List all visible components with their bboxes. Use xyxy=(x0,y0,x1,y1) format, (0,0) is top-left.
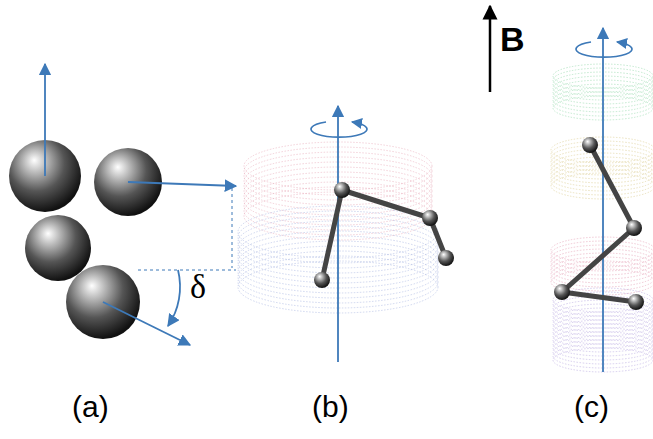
field-arrow xyxy=(489,6,492,92)
rotation-arrow xyxy=(576,42,632,57)
bead xyxy=(422,210,438,226)
panel-label: (c) xyxy=(574,392,609,422)
angle-label: δ xyxy=(190,270,206,304)
panel-label: (b) xyxy=(312,392,349,422)
bead xyxy=(626,220,642,236)
moment-arrow xyxy=(128,182,236,186)
guide-line xyxy=(232,188,233,268)
panel-c xyxy=(551,28,653,372)
sphere xyxy=(25,215,91,281)
panel-a xyxy=(9,64,236,345)
chain-rod xyxy=(322,190,446,280)
bead xyxy=(628,294,644,310)
panel-b xyxy=(238,106,454,362)
field-label: B xyxy=(500,22,525,56)
bead xyxy=(438,250,454,266)
orbit-ring xyxy=(551,173,653,199)
rotation-arrow xyxy=(311,122,367,137)
guide-line xyxy=(138,270,236,271)
chain-rod xyxy=(562,145,636,302)
rotation-axis xyxy=(602,28,604,372)
bead xyxy=(314,272,330,288)
panel-label: (a) xyxy=(72,392,109,422)
angle-arc xyxy=(168,270,180,326)
rotation-axis xyxy=(337,106,339,362)
moment-arrow xyxy=(103,302,190,345)
orbit-rings xyxy=(551,64,653,372)
bead xyxy=(554,284,570,300)
moment-arrow xyxy=(44,64,46,176)
bead xyxy=(334,182,350,198)
bead xyxy=(582,137,598,153)
